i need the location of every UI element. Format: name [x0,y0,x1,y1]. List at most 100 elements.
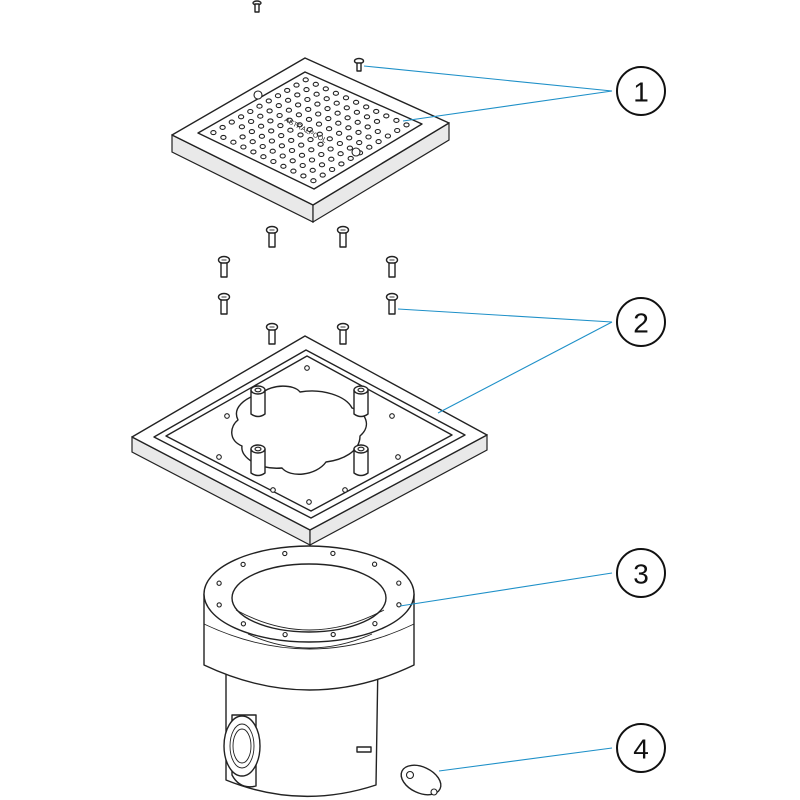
grate-hole [298,142,305,148]
flange-hole [371,561,378,567]
frame-hole [224,413,230,419]
grate-hole [346,135,353,141]
grate-hole [293,82,300,88]
grate-hole [290,168,297,174]
grate-hole [343,105,350,111]
callout-3-label: 3 [633,559,649,590]
grate-hole [327,146,334,152]
screw [385,292,399,315]
grate-hole [296,122,303,128]
grate-hole [338,161,345,167]
flange-holes [216,550,402,638]
callout-1: 1 [616,66,666,116]
frame-hole [304,365,310,371]
callout-2: 2 [616,297,666,347]
grate-hole [323,96,330,102]
flange-hole [282,550,288,557]
frame-hole [306,499,312,505]
grate-hole [344,115,351,121]
grate-hole [325,126,333,132]
grate-hole [278,133,285,139]
screw [336,322,350,345]
grate-hole [363,104,370,110]
grate-hole [294,92,301,98]
grate-hole [274,93,282,99]
grate-hole [257,123,265,129]
grate-fixing-hole [253,90,263,100]
screw [336,225,350,248]
grate-hole [247,108,254,115]
grate-hole [325,116,332,122]
drain-body [203,545,415,798]
grate-hole [288,147,296,154]
grate-hole [305,106,312,112]
grate-hole [328,166,336,173]
leader-line-2b [437,321,613,414]
screw [217,292,231,315]
grate-hole [393,117,400,123]
grate-hole [309,167,316,173]
grate-hole [326,136,333,142]
grate-hole [332,90,340,96]
grate-hole [250,149,257,155]
grate-hole [355,129,362,135]
grate-hole [300,173,307,179]
grate-hole [277,123,284,129]
frame-ring [131,335,488,547]
flange-hole [396,580,402,586]
callout-3: 3 [616,548,666,598]
flange-hole [282,631,288,638]
grate-hole [269,148,276,154]
grate-hole [238,124,246,130]
grate-hole [365,134,372,140]
grate-hole [335,130,343,136]
grate-hole [268,138,276,144]
leader-lines [363,65,613,772]
grate-hole [276,112,283,119]
grate-hole [249,139,256,145]
grate-hole [237,114,245,120]
frame-posts [250,385,369,477]
frame-screws [217,225,399,345]
grate-hole [299,162,306,169]
grate-hole [256,103,263,109]
grate-hole [302,77,309,83]
grate-hole [337,151,344,157]
grate-hole [248,129,256,135]
grate-hole [345,125,352,131]
flange-hole [216,580,222,586]
flange-hole [216,602,222,608]
grate-hole [295,112,303,118]
grate-hole [289,158,296,164]
grate-hole [210,130,217,136]
grate-hole [266,108,273,114]
grate-hole [383,113,390,119]
frame-post [250,385,266,418]
grate-cover: ASTRALPOOL [171,57,450,224]
grate-hole [307,137,314,143]
grate-hole [312,81,319,87]
grate-hole [347,155,354,161]
frame-post [353,385,369,418]
grate-hole [346,145,354,151]
grate-hole [294,102,302,108]
grate-hole [308,147,315,153]
grate-hole [288,137,295,143]
screw [265,225,279,248]
grate-hole [333,100,340,106]
grate-hole [334,110,341,116]
grate-hole [220,134,227,140]
callout-1-label: 1 [633,77,649,108]
flange-hole [240,561,246,568]
grate-hole [305,116,313,122]
grate-hole [366,144,373,150]
callout-2-label: 2 [633,308,649,339]
grate-hole [354,119,361,125]
grate-hole [335,120,342,126]
grate-hole [322,86,329,92]
plug-seal [400,764,442,796]
grate-hole [394,127,401,134]
callout-4-label: 4 [633,734,649,765]
grate-hole [318,151,325,158]
